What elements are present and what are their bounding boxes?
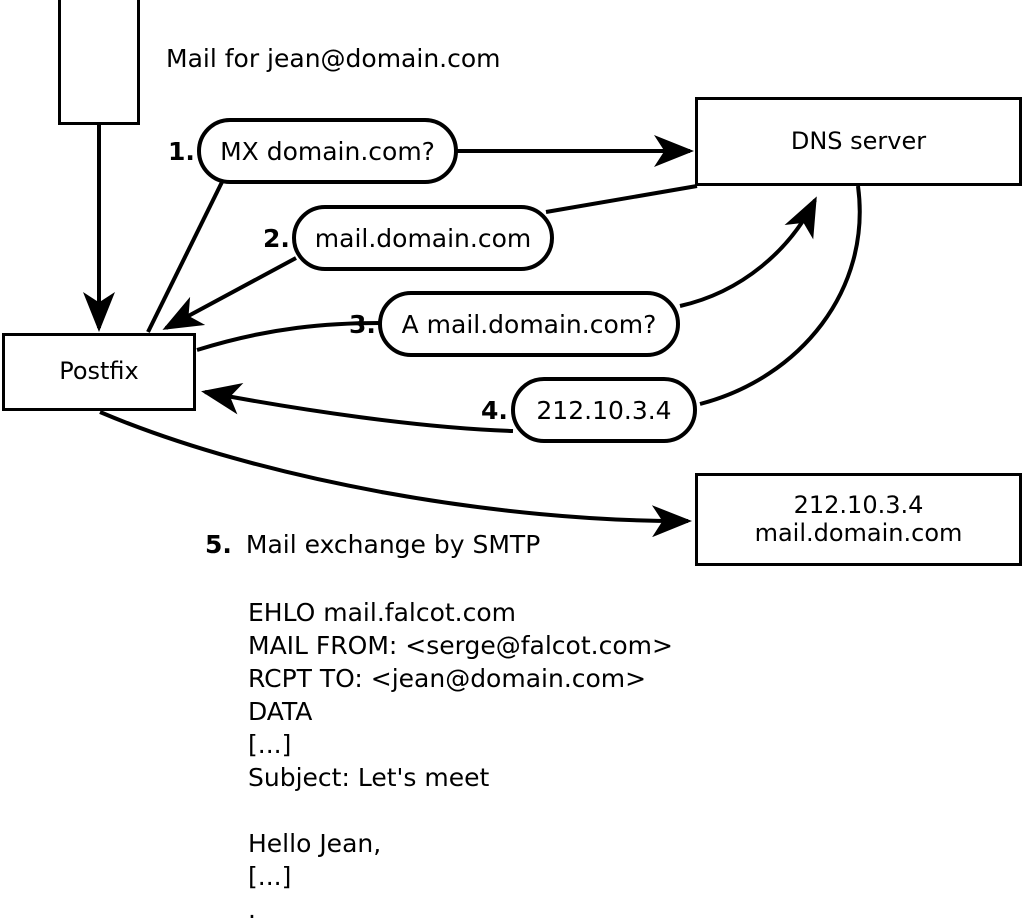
step-2-message-text: mail.domain.com xyxy=(314,223,532,253)
step-number-1: 1. xyxy=(168,137,195,166)
smtp-transcript-line: [...] xyxy=(248,862,292,891)
connector-dns-to-step2 xyxy=(545,184,698,214)
smtp-transcript-line: Hello Jean, xyxy=(248,829,382,858)
step-4-message-text: 212.10.3.4 xyxy=(536,395,672,425)
destination-mail-server-ip: 212.10.3.4 xyxy=(793,490,924,519)
connector-step4-to-postfix xyxy=(201,382,514,433)
incoming-mail-source-box xyxy=(58,0,140,125)
smtp-transcript-line: [...] xyxy=(248,730,292,759)
step-number-2: 2. xyxy=(263,224,290,253)
smtp-transcript-line: . xyxy=(248,895,256,919)
step-5-label: Mail exchange by SMTP xyxy=(245,530,541,559)
dns-server-label: DNS server xyxy=(790,126,927,155)
connector-step2-to-postfix xyxy=(162,256,297,330)
connector-postfix-to-step3 xyxy=(196,321,381,352)
step-3-message-callout: A mail.domain.com? xyxy=(378,291,680,357)
destination-mail-server-node-box: 212.10.3.4 mail.domain.com xyxy=(695,473,1022,566)
smtp-transcript-blank-line xyxy=(248,794,673,827)
step-3-message-text: A mail.domain.com? xyxy=(401,309,657,339)
smtp-transcript-line: DATA xyxy=(248,697,313,726)
postfix-node-box: Postfix xyxy=(2,333,196,411)
smtp-transcript-line: EHLO mail.falcot.com xyxy=(248,598,517,627)
connector-dns-to-step4 xyxy=(699,185,862,406)
step-1-message-callout: MX domain.com? xyxy=(197,118,458,184)
step-number-4: 4. xyxy=(481,396,508,425)
step-number-5: 5. xyxy=(205,530,232,559)
mail-for-label: Mail for jean@domain.com xyxy=(166,44,501,73)
connector-postfix-to-step1 xyxy=(146,181,224,333)
connector-postfix-to-mailserver xyxy=(99,410,692,538)
step-4-message-callout: 212.10.3.4 xyxy=(511,377,697,443)
postfix-label: Postfix xyxy=(59,357,139,386)
destination-mail-server-hostname: mail.domain.com xyxy=(754,518,963,547)
smtp-transcript-line: MAIL FROM: <serge@falcot.com> xyxy=(248,631,673,660)
smtp-transcript-line: Subject: Let's meet xyxy=(248,763,490,792)
connector-step3-to-dns xyxy=(679,196,817,308)
step-2-message-callout: mail.domain.com xyxy=(292,205,554,271)
step-5-caption: 5. Mail exchange by SMTP xyxy=(205,530,540,559)
step-1-message-text: MX domain.com? xyxy=(220,136,435,166)
dns-server-node-box: DNS server xyxy=(695,97,1022,186)
step-number-3: 3. xyxy=(349,310,376,339)
smtp-transcript-line: RCPT TO: <jean@domain.com> xyxy=(248,664,647,693)
